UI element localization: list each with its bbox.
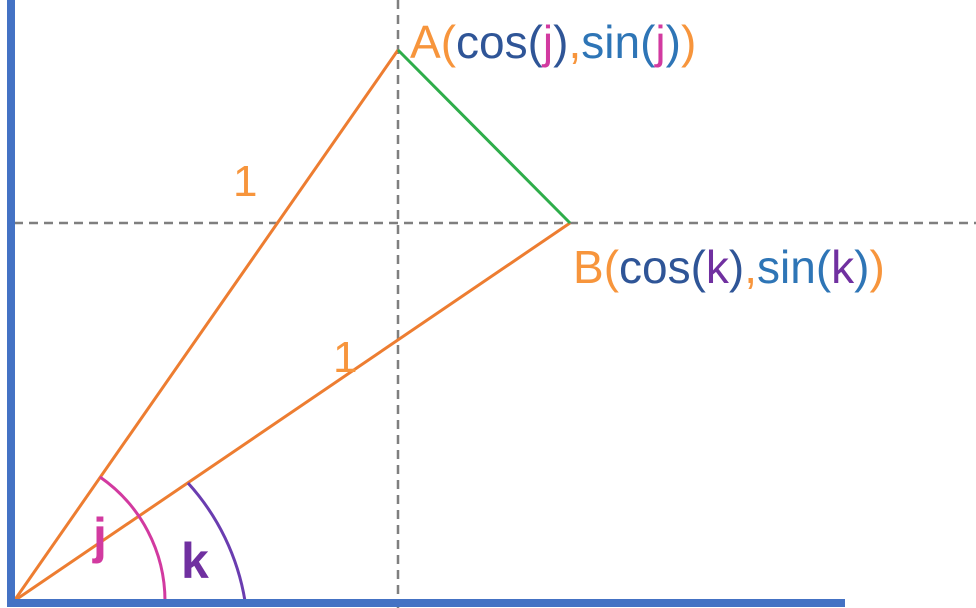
angle-arc-k	[186, 481, 247, 602]
radius-label-a: 1	[233, 157, 257, 206]
point-b-label: B(cos(k),sin(k))	[573, 241, 885, 293]
angle-j-label: j	[92, 508, 107, 564]
angle-k-label: k	[181, 533, 209, 589]
radius-line-a	[12, 49, 400, 602]
radius-label-b: 1	[333, 333, 357, 382]
chord-line-ab	[396, 48, 572, 225]
radius-line-b	[13, 221, 571, 603]
angle-arc-j	[99, 475, 167, 602]
point-a-label: A(cos(j),sin(j))	[410, 16, 696, 68]
